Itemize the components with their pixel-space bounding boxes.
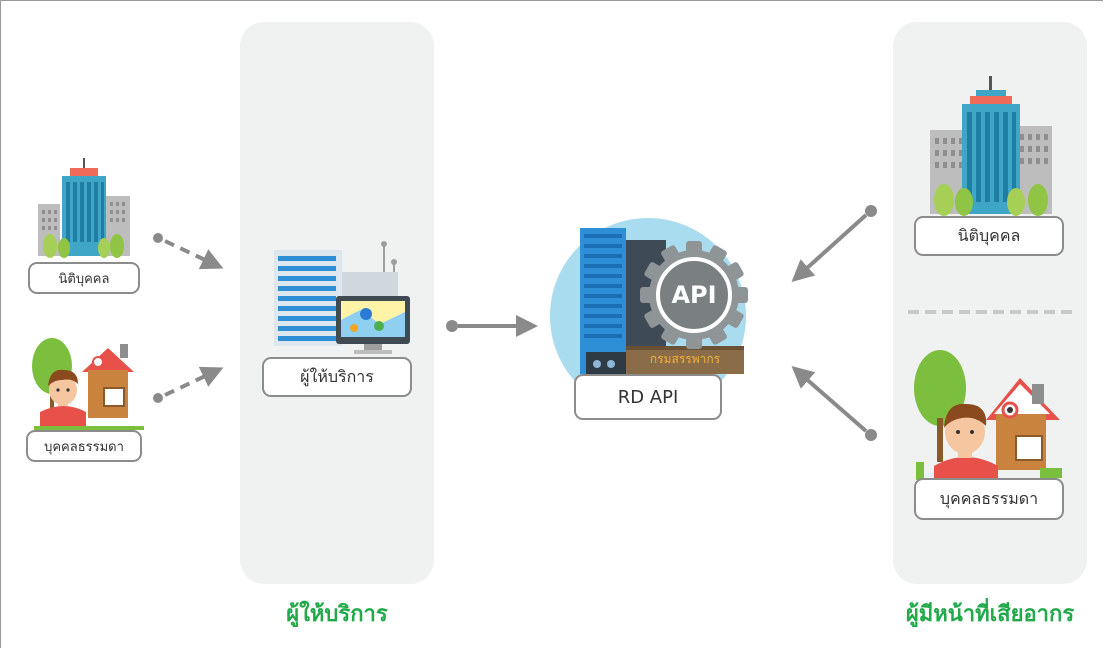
provider-caption: ผู้ให้บริการ [286, 602, 388, 627]
left-juristic-label: นิติบุคคล [28, 262, 140, 294]
api-gear-icon [640, 241, 748, 349]
arrow-taxpayer-individual-to-rd [791, 366, 877, 441]
right-house-icon [914, 350, 1062, 484]
left-building-icon [38, 158, 130, 258]
rd-building-icon [580, 228, 744, 374]
provider-server-icon [274, 241, 410, 354]
right-juristic-label: นิติบุคคล [914, 216, 1064, 256]
rd-building-sign: กรมสรรพากร [649, 352, 721, 366]
arrow-provider-to-rd [446, 315, 538, 337]
left-individual-label: บุคคลธรรมดา [26, 430, 142, 462]
left-house-icon [32, 338, 144, 430]
dashed-arrow-juristic [153, 233, 224, 270]
dashed-arrow-individual [153, 366, 224, 403]
rd-api-label: RD API [574, 374, 722, 420]
arrow-taxpayer-juristic-to-rd [791, 205, 877, 283]
provider-label: ผู้ให้บริการ [262, 357, 412, 397]
api-badge-text: API [671, 281, 717, 309]
right-individual-label: บุคคลธรรมดา [914, 478, 1064, 520]
right-building-icon [930, 76, 1052, 216]
taxpayer-caption: ผู้มีหน้าที่เสียอากร [905, 602, 1075, 627]
